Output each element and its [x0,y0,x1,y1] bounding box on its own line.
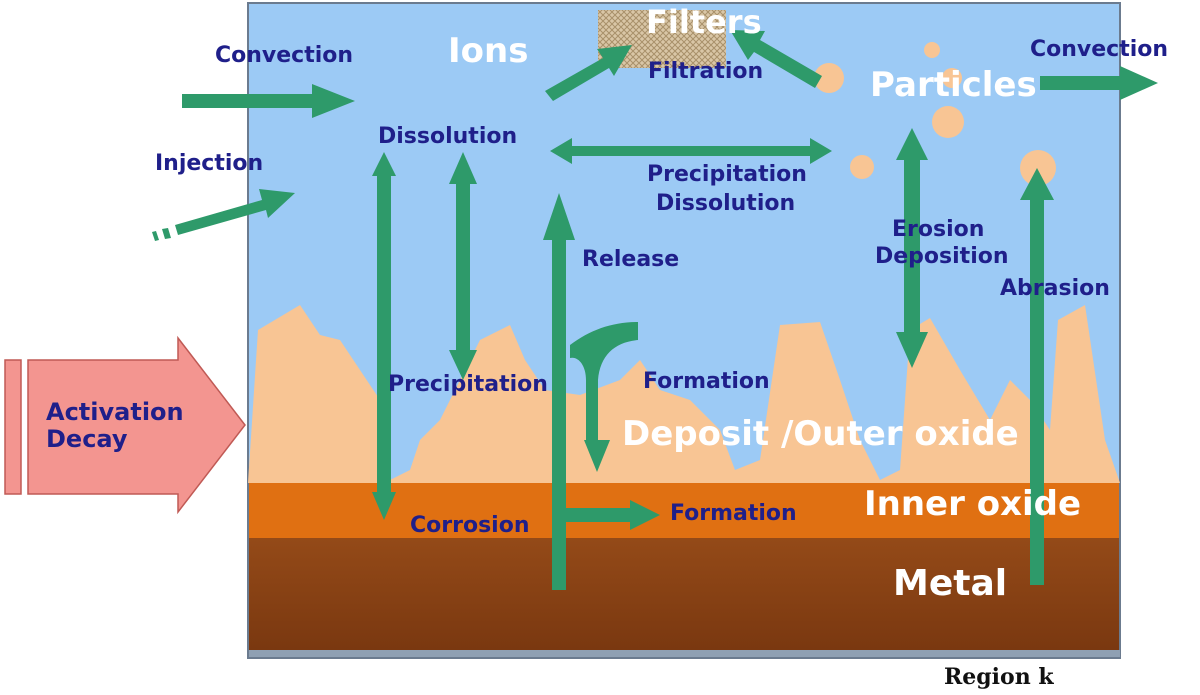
inner-oxide-label: Inner oxide [864,484,1081,524]
region-label: Region k [944,664,1054,690]
deposit-outer-oxide-label: Deposit /Outer oxide [622,414,1019,454]
precipitation-dissolution-label-1: Precipitation [647,162,807,187]
formation-upper-label: Formation [643,369,770,394]
region-baseline [249,650,1120,657]
filtration-label: Filtration [648,59,763,84]
convection-in-arrow [182,84,355,118]
precipitation-label: Precipitation [388,372,548,397]
dissolution-to-filter-arrow [545,45,632,101]
metal-label: Metal [893,563,1007,604]
particle-cluster [814,42,1056,186]
formation-upper-arrow [570,322,638,472]
particle-circle-icon [850,155,874,179]
dissolution-corrosion-arrow [372,152,396,520]
decay-label: Decay [46,425,128,453]
dissolution-precipitation-arrow [449,152,477,380]
particle-circle-icon [924,42,940,58]
convection-out-arrow [1040,66,1158,100]
convection-out-label: Convection [1030,37,1168,62]
deposition-label: Deposition [875,244,1009,269]
release-label: Release [582,247,679,272]
release-arrow [543,193,575,590]
injection-label: Injection [155,151,263,176]
particle-circle-icon [1020,150,1056,186]
convection-in-label: Convection [215,43,353,68]
ions-label: Ions [448,31,528,71]
metal-layer [249,538,1119,650]
corrosion-label: Corrosion [410,513,530,538]
formation-lower-label: Formation [670,501,797,526]
dissolution-label: Dissolution [378,124,517,149]
activation-label: Activation [46,398,184,426]
precipitation-dissolution-label-2: Dissolution [656,191,795,216]
erosion-label: Erosion [892,217,984,242]
particle-circle-icon [932,106,964,138]
injection-arrow [152,189,295,241]
deposit-outer-oxide-layer [248,305,1120,483]
particles-label: Particles [870,65,1037,105]
filtration-arrow [730,30,822,88]
abrasion-label: Abrasion [1000,276,1110,301]
filters-label: Filters [646,3,762,41]
activation-decay-arrow [4,335,246,515]
particle-circle-icon [814,63,844,93]
erosion-deposition-arrow [896,128,928,368]
formation-lower-arrow [566,500,660,530]
precipitation-dissolution-arrow [550,138,832,164]
particle-circle-icon [942,68,962,88]
abrasion-arrow [1020,168,1054,585]
